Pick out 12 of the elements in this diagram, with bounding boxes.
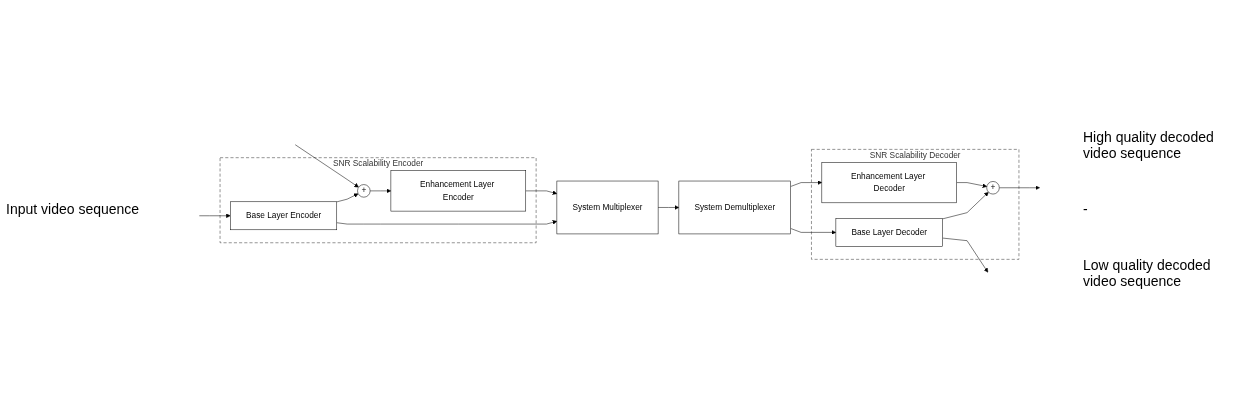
node-box: System Demultiplexer	[678, 180, 791, 235]
signal-label: High quality decoded video sequence	[1083, 128, 1215, 161]
node-box: Base Layer Encoder	[230, 201, 337, 231]
node-circle: +	[986, 181, 1000, 195]
node-circle: +	[357, 184, 371, 198]
signal-label: Low quality decoded video sequence	[1083, 256, 1212, 289]
node-box: Enhancement Layer Encoder	[390, 170, 526, 212]
node-box: Base Layer Decoder	[835, 218, 943, 247]
node-box: System Multiplexer	[556, 180, 659, 235]
signal-label: Input video sequence	[6, 200, 141, 217]
signal-label: -	[1083, 200, 1089, 217]
node-box: Enhancement Layer Decoder	[821, 162, 957, 204]
